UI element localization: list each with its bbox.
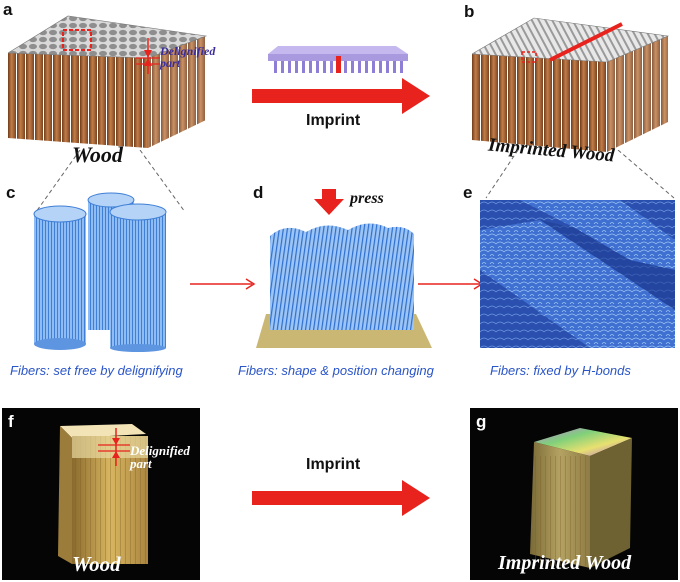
zoom-lines-b (485, 150, 675, 199)
imprinted-wood-photo-block (530, 428, 632, 568)
wood-label-a: Wood (72, 142, 123, 167)
imprinted-wood-block-illustration (472, 17, 670, 152)
imprint-label-top: Imprint (306, 112, 361, 129)
wood-photo-block (58, 424, 148, 564)
press-arrow-icon (314, 189, 344, 215)
panel-letter-g: g (476, 412, 487, 431)
imprinted-wood-label-g: Imprinted Wood (498, 552, 632, 574)
delignified-label-a: Delignified part (160, 44, 216, 70)
wood-photo-panel (2, 408, 200, 580)
imprinted-wood-photo-panel (470, 408, 678, 580)
caption-e: Fibers: fixed by H-bonds (490, 363, 631, 378)
free-fibers-illustration (33, 192, 167, 352)
panel-letter-e: e (463, 183, 473, 202)
panel-letter-c: c (6, 183, 16, 202)
imprint-arrow-top (252, 78, 430, 114)
arrow-c-to-d (190, 278, 256, 290)
press-label: press (350, 190, 384, 207)
panel-letter-f: f (8, 412, 14, 431)
fixed-fibers-illustration (480, 200, 675, 348)
wood-block-illustration (8, 15, 208, 148)
pressed-fibers-illustration (256, 223, 432, 348)
delignified-label-f: Delignified part (130, 443, 190, 471)
caption-c: Fibers: set free by delignifying (10, 363, 183, 378)
caption-d: Fibers: shape & position changing (238, 363, 434, 378)
wood-label-f: Wood (72, 552, 121, 576)
panel-letter-b: b (464, 2, 475, 21)
delignified-marker-f (98, 428, 130, 466)
panel-letter-d: d (253, 183, 264, 202)
imprint-label-bottom: Imprint (306, 456, 361, 473)
imprint-stamp-illustration (268, 46, 408, 73)
imprint-arrow-bottom (252, 480, 430, 516)
zoom-lines-a (35, 150, 186, 213)
arrow-d-to-e (418, 278, 484, 290)
panel-letter-a: a (3, 0, 13, 19)
